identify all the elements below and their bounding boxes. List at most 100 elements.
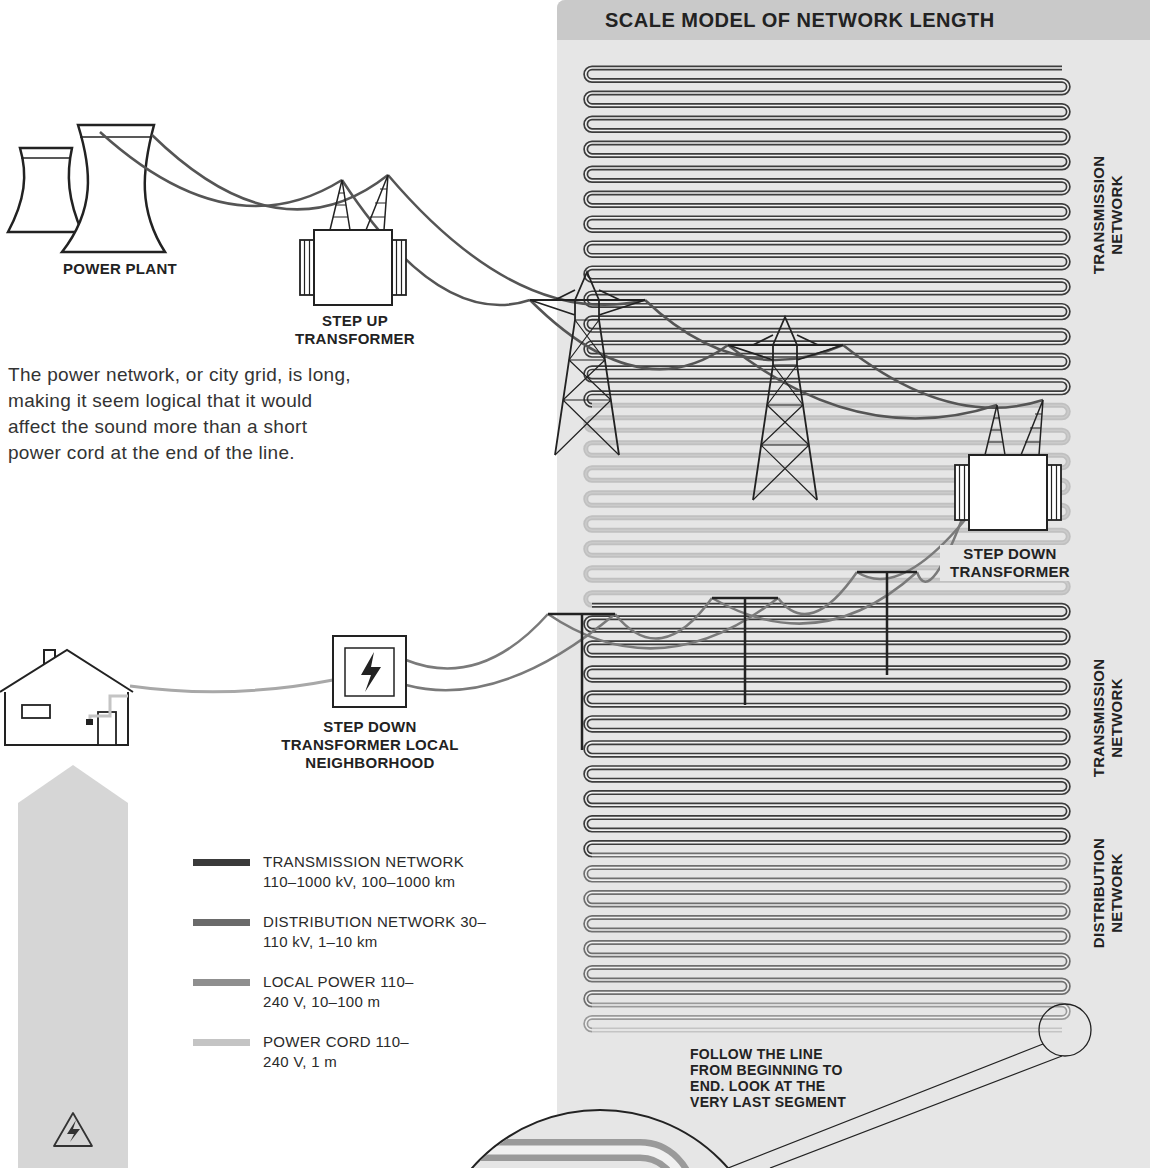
- legend-swatch: [193, 859, 250, 866]
- network-length-coil: [592, 805, 1068, 817]
- network-length-coil: [592, 355, 1068, 367]
- network-length-coil: [586, 318, 1062, 330]
- house: [0, 650, 133, 692]
- step-down-transformer: [955, 400, 1061, 530]
- pointer-arrow: [54, 1113, 92, 1146]
- network-length-coil: [592, 980, 1068, 992]
- pointer-arrow: [18, 765, 128, 1168]
- legend-text: POWER CORD 110–240 V, 1 m: [263, 1032, 428, 1072]
- pointer-arrow: [18, 765, 128, 1168]
- network-length-coil: [592, 680, 1068, 692]
- house: [22, 705, 50, 718]
- network-length-coil: [586, 93, 1062, 105]
- network-length-coil: [592, 880, 1068, 892]
- pointer-arrow: [67, 1120, 80, 1142]
- neighborhood-transformer: [333, 636, 406, 707]
- network-length-coil: [586, 193, 1062, 205]
- pylons: [530, 272, 645, 455]
- utility-poles: [548, 614, 615, 750]
- transmission-wire: [843, 345, 1043, 408]
- network-length-coil: [586, 68, 1062, 80]
- network-length-coil: [592, 730, 1068, 742]
- pylons: [530, 272, 843, 500]
- component-label: STEP DOWN TRANSFORMER LOCAL NEIGHBORHOOD: [270, 718, 470, 772]
- magnifier: [420, 1004, 1091, 1168]
- network-length-coil: [592, 280, 1068, 292]
- power-plant: [8, 125, 165, 252]
- network-length-coil: [586, 618, 1062, 630]
- network-length-coil: [586, 118, 1062, 130]
- house: [5, 690, 128, 745]
- network-length-coil: [586, 843, 1062, 855]
- network-length-coil: [592, 380, 1068, 392]
- transmission-wire: [728, 345, 997, 419]
- utility-poles: [548, 572, 917, 750]
- neighborhood-transformer: [333, 636, 406, 707]
- component-label: STEP DOWN TRANSFORMER: [940, 545, 1080, 581]
- utility-poles: [712, 598, 778, 705]
- neighborhood-transformer: [361, 652, 381, 692]
- network-length-coil: [592, 180, 1068, 192]
- network-length-coil: [592, 330, 1068, 342]
- section-label: TRANSMISSION NETWORK: [1090, 145, 1126, 285]
- network-length-coil: [586, 1018, 1062, 1030]
- legend-text: DISTRIBUTION NETWORK 30–110 kV, 1–10 km: [263, 912, 493, 952]
- network-length-coil: [586, 918, 1062, 930]
- network-length-coil: [592, 1028, 1062, 1033]
- section-label: DISTRIBUTION NETWORK: [1090, 823, 1126, 963]
- power-plant: [80, 136, 152, 138]
- network-length-coil: [586, 693, 1062, 705]
- network-length-coil: [592, 230, 1068, 242]
- section-label: TRANSMISSION NETWORK: [1090, 648, 1126, 788]
- network-length-coil: [592, 955, 1068, 967]
- network-length-coil: [586, 218, 1062, 230]
- local-power-wire: [130, 680, 333, 692]
- network-length-coil: [586, 293, 1062, 305]
- magnifier: [420, 1150, 685, 1168]
- network-length-coil: [586, 743, 1062, 755]
- transmission-wire: [152, 135, 388, 209]
- power-plant: [21, 157, 71, 159]
- magnifier: [1039, 1004, 1091, 1056]
- panel-heading: SCALE MODEL OF NETWORK LENGTH: [605, 8, 1150, 32]
- network-length-coil: [592, 1005, 1068, 1017]
- network-length-coil: [592, 205, 1068, 217]
- network-length-coil: [592, 755, 1068, 767]
- step-up-transformer: [300, 175, 406, 305]
- network-length-coil: [592, 605, 1068, 617]
- magnifier: [420, 1150, 685, 1168]
- network-length-coil: [592, 830, 1068, 842]
- network-length-coil: [586, 993, 1062, 1005]
- neighborhood-transformer: [345, 648, 394, 696]
- legend-swatch: [193, 979, 250, 986]
- pylons: [728, 317, 843, 500]
- network-length-coil: [592, 855, 1068, 867]
- distribution-wire: [406, 614, 615, 690]
- magnifier: [420, 1150, 685, 1168]
- step-up-transformer: [300, 175, 406, 305]
- component-label: POWER PLANT: [45, 260, 195, 278]
- local-power-wire: [130, 680, 333, 692]
- legend-swatch: [193, 919, 250, 926]
- network-length-coil: [586, 1018, 1062, 1030]
- network-length-coil: [586, 418, 1062, 430]
- network-length-coil: [592, 1029, 1062, 1031]
- network-length-coil: [586, 243, 1062, 255]
- utility-poles: [857, 572, 917, 675]
- network-length-coil: [586, 168, 1062, 180]
- network-length-coil: [592, 705, 1068, 717]
- network-length-coil: [586, 818, 1062, 830]
- distribution-wire: [615, 598, 712, 639]
- network-length-coil: [592, 105, 1068, 117]
- network-length-coil: [592, 580, 1068, 592]
- network-length-coil: [586, 868, 1062, 880]
- network-length-coil: [586, 793, 1062, 805]
- distribution-wire: [406, 500, 969, 690]
- distribution-wire: [778, 572, 857, 614]
- network-length-coil: [586, 143, 1062, 155]
- network-length-coil: [592, 80, 1068, 92]
- house: [90, 696, 128, 720]
- network-length-coil: [586, 718, 1062, 730]
- transmission-wire: [100, 132, 342, 206]
